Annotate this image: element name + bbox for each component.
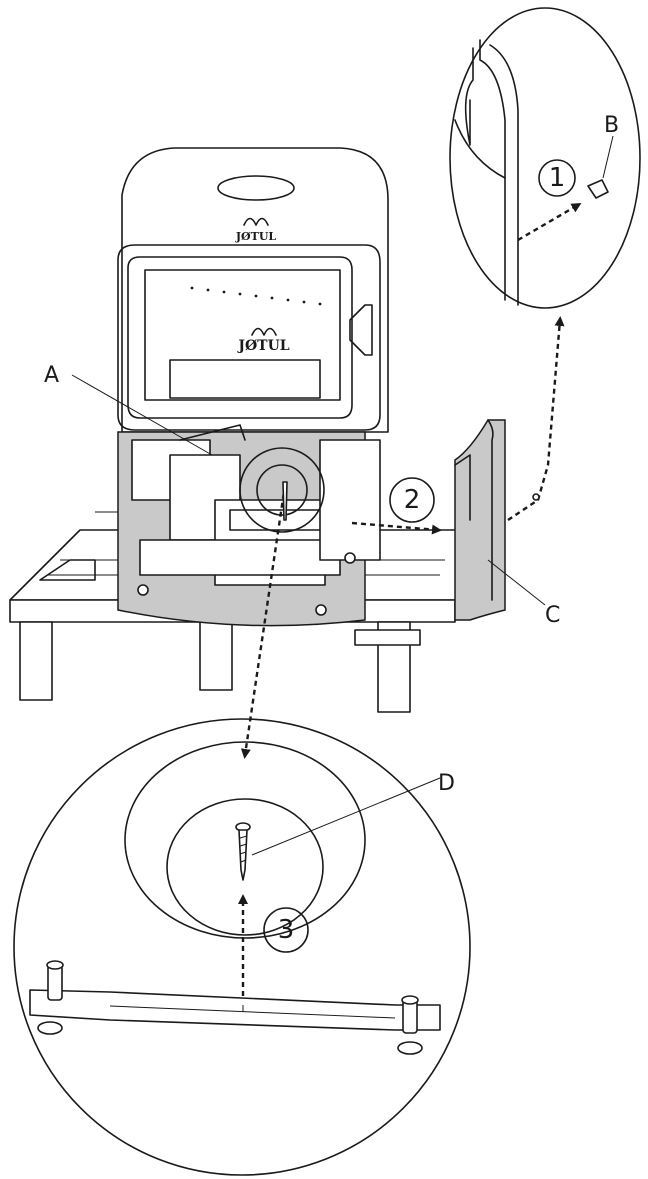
screw-b xyxy=(587,179,609,199)
label-d-leader xyxy=(251,777,441,856)
detail-circle-3: D 3 xyxy=(13,718,471,1176)
step-3-marker xyxy=(263,907,309,953)
svg-text:JØTUL: JØTUL xyxy=(235,230,277,243)
foot-right xyxy=(397,995,423,1055)
brand-logo-top: JØTUL xyxy=(235,217,277,243)
label-a: A xyxy=(44,363,59,388)
svg-text:JØTUL: JØTUL xyxy=(236,338,289,354)
annotations: A C 2 xyxy=(44,316,565,759)
foot-left xyxy=(37,960,64,1035)
label-b: B xyxy=(604,113,619,138)
step-1-marker xyxy=(538,159,576,197)
label-c: C xyxy=(545,603,560,628)
svg-text:3: 3 xyxy=(278,915,295,945)
svg-text:1: 1 xyxy=(549,163,566,193)
stove-base xyxy=(117,424,381,627)
label-a-leader xyxy=(71,374,213,456)
door-handle xyxy=(349,304,373,356)
step-2-marker xyxy=(389,477,435,523)
bracket-a xyxy=(179,424,246,441)
label-c-leader xyxy=(487,559,546,606)
svg-text:2: 2 xyxy=(404,485,421,515)
label-b-leader xyxy=(602,135,614,179)
brand-logo-door: JØTUL xyxy=(236,327,290,354)
stove: JØTUL JØTUL xyxy=(117,147,389,433)
screw-d xyxy=(235,822,251,881)
detail-circle-1: 1 B xyxy=(449,7,641,309)
base-bar xyxy=(29,989,441,1031)
side-panel-c xyxy=(454,419,506,621)
door-vent-dots xyxy=(190,286,322,306)
label-d: D xyxy=(438,771,455,796)
